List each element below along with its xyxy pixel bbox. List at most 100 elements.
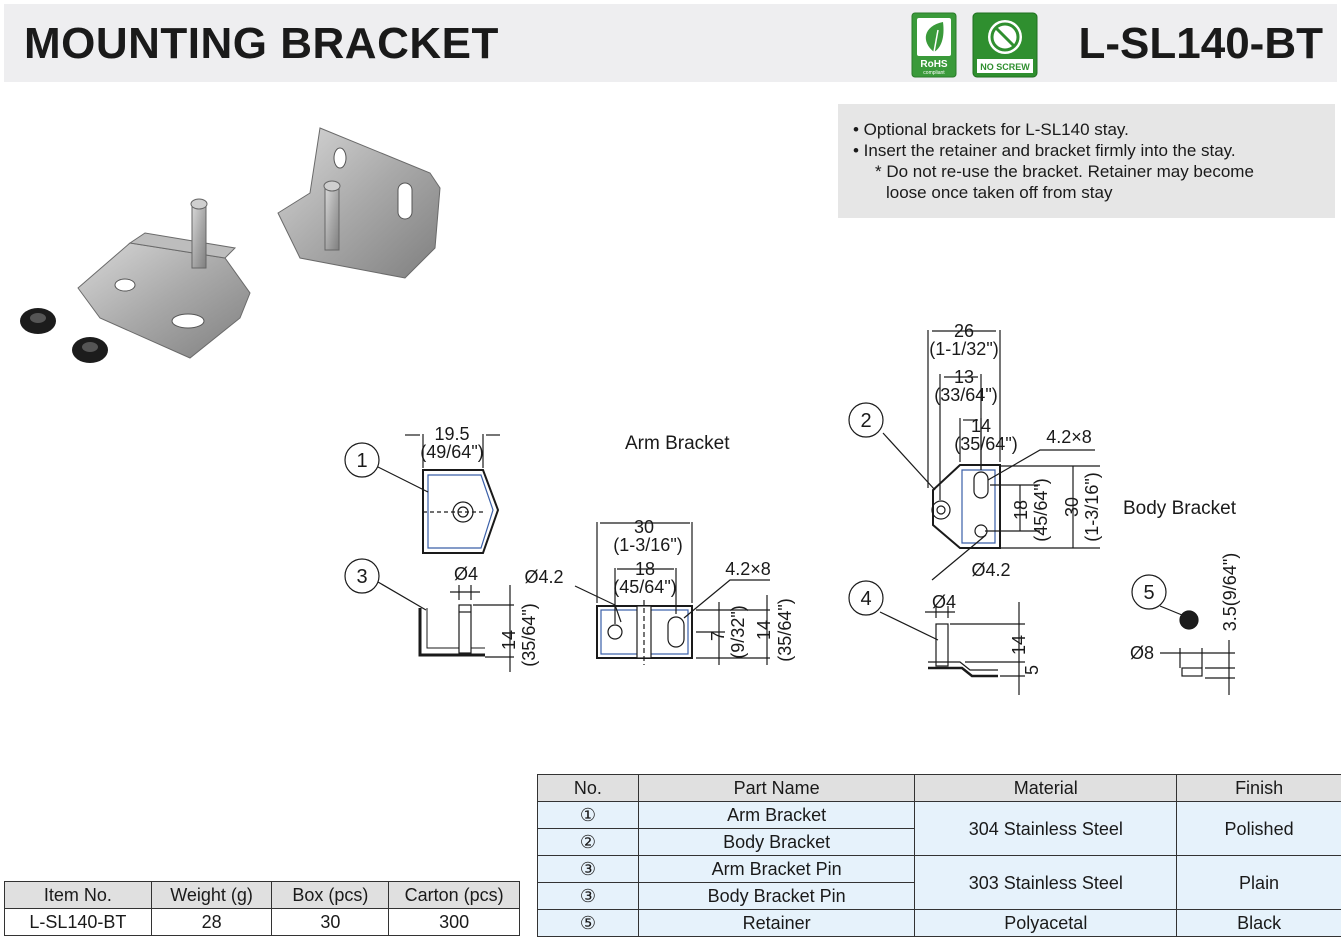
finish-cell: Black xyxy=(1176,909,1341,937)
callout-3: 3 xyxy=(356,566,367,588)
body-pin-side-view xyxy=(879,602,1025,695)
note-line-1: • Optional brackets for L-SL140 stay. xyxy=(853,120,1129,139)
part-no: ⑤ xyxy=(537,909,639,937)
table-row: ③ Body Bracket Pin xyxy=(537,882,1341,910)
dim-phi4-2-body: Ø4.2 xyxy=(971,560,1010,580)
callout-5: 5 xyxy=(1143,582,1154,604)
dim-18-body-inch: (45/64") xyxy=(1031,478,1051,541)
page-title: MOUNTING BRACKET xyxy=(24,19,499,68)
no-screw-badge-icon: NO SCREW xyxy=(972,12,1038,78)
dim-7-arm-inch: (9/32") xyxy=(728,605,748,658)
dim-13-body-inch: (33/64") xyxy=(934,385,997,405)
product-code: L-SL140-BT xyxy=(1078,19,1323,68)
part-no: ③ xyxy=(537,882,639,910)
retainer-photo xyxy=(20,308,108,363)
part-name: Retainer xyxy=(637,909,916,937)
dim-30-arm-inch: (1-3/16") xyxy=(613,535,682,555)
dim-4-2x8-arm: 4.2×8 xyxy=(725,559,771,579)
col-box: Box (pcs) xyxy=(271,881,390,909)
dim-14-arm-front: 14 xyxy=(754,620,774,640)
header-bar: MOUNTING BRACKET RoHS compliant NO SCREW… xyxy=(4,4,1337,82)
item-no: L-SL140-BT xyxy=(4,908,152,936)
dim-30-body: 30 xyxy=(1062,497,1082,517)
dim-phi8: Ø8 xyxy=(1130,643,1154,663)
col-carton: Carton (pcs) xyxy=(388,881,520,909)
body-bracket-photo xyxy=(277,127,441,279)
note-line-3: * Do not re-use the bracket. Retainer ma… xyxy=(875,162,1254,181)
finish-cell: Polished xyxy=(1176,801,1341,856)
callout-circle-5 xyxy=(1131,574,1167,610)
table-row: ⑤ Retainer Polyacetal Black xyxy=(537,909,1341,937)
body-bracket-front-view xyxy=(882,330,1100,581)
part-name: Arm Bracket xyxy=(637,801,916,829)
technical-drawings: 1 3 2 4 5 Arm Bracket Body Bracket 19.5 … xyxy=(344,321,1240,695)
dim-14-arm-inch: (35/64") xyxy=(519,603,539,666)
dim-18-arm: 18 xyxy=(635,559,655,579)
col-item-no: Item No. xyxy=(4,881,152,909)
notes-box: • Optional brackets for L-SL140 stay. • … xyxy=(838,104,1335,218)
col-finish: Finish xyxy=(1176,774,1341,802)
arm-bracket-label: Arm Bracket xyxy=(625,433,730,454)
dim-phi4-2-arm: Ø4.2 xyxy=(524,567,563,587)
part-no: ① xyxy=(537,801,639,829)
rohs-badge-icon: RoHS compliant xyxy=(911,12,957,78)
callout-circle-2 xyxy=(848,402,884,438)
rohs-label: RoHS xyxy=(920,59,948,70)
dim-26-body-inch: (1-1/32") xyxy=(929,339,998,359)
callout-circle-1 xyxy=(344,442,380,478)
col-weight: Weight (g) xyxy=(150,881,273,909)
material-cell: Polyacetal xyxy=(914,909,1178,937)
col-material: Material xyxy=(914,774,1178,802)
dim-4-2x8-body: 4.2×8 xyxy=(1046,427,1092,447)
table-row: ③ Arm Bracket Pin 303 Stainless Steel Pl… xyxy=(537,855,1341,910)
note-line-2: • Insert the retainer and bracket firmly… xyxy=(853,141,1236,160)
table-row: ① Arm Bracket 304 Stainless Steel Polish… xyxy=(537,801,1341,856)
item-box: 30 xyxy=(271,908,390,936)
part-name: Arm Bracket Pin xyxy=(637,855,916,883)
dim-14-arm-front-inch: (35/64") xyxy=(775,598,795,661)
material-cell: 303 Stainless Steel xyxy=(914,855,1178,910)
callout-1: 1 xyxy=(356,450,367,472)
finish-cell: Plain xyxy=(1176,855,1341,910)
dim-19-5: 19.5 xyxy=(434,424,469,444)
no-screw-label: NO SCREW xyxy=(980,62,1030,72)
item-carton: 300 xyxy=(388,908,520,936)
material-cell: 304 Stainless Steel xyxy=(914,801,1178,856)
dim-14-arm: 14 xyxy=(499,630,519,650)
product-photo xyxy=(20,127,441,363)
part-no: ② xyxy=(537,828,639,856)
dim-phi4-arm: Ø4 xyxy=(454,564,478,584)
dim-30-arm: 30 xyxy=(634,517,654,537)
dim-7-arm: 7 xyxy=(708,631,728,641)
dim-30-body-inch: (1-3/16") xyxy=(1082,472,1102,541)
rohs-sub-label: compliant xyxy=(923,70,945,76)
dim-phi4-body: Ø4 xyxy=(932,592,956,612)
dim-14-body: 14 xyxy=(971,416,991,436)
callout-2: 2 xyxy=(860,410,871,432)
arm-bracket-side-view xyxy=(405,434,500,554)
items-table: Item No. Weight (g) Box (pcs) Carton (pc… xyxy=(4,881,520,936)
callout-4: 4 xyxy=(860,588,871,610)
arm-pin-side-view xyxy=(418,585,514,672)
callout-circle-4 xyxy=(848,580,884,616)
parts-header-row: No. Part Name Material Finish xyxy=(537,774,1341,802)
table-row: L-SL140-BT 28 30 300 xyxy=(4,908,520,936)
arm-bracket-front-view xyxy=(574,522,770,665)
dim-19-5-inch: (49/64") xyxy=(420,442,483,462)
retainer-drawing xyxy=(1159,605,1235,695)
dim-3-5: 3.5(9/64") xyxy=(1220,553,1240,631)
item-weight: 28 xyxy=(150,908,273,936)
note-line-4: loose once taken off from stay xyxy=(886,183,1113,202)
part-name: Body Bracket xyxy=(637,828,916,856)
dim-26-body: 26 xyxy=(954,321,974,341)
callout-circle-3 xyxy=(344,558,380,594)
col-no: No. xyxy=(537,774,639,802)
parts-table: No. Part Name Material Finish ① Arm Brac… xyxy=(537,774,1341,937)
col-part-name: Part Name xyxy=(637,774,916,802)
dim-13-body: 13 xyxy=(954,367,974,387)
dim-18-arm-inch: (45/64") xyxy=(613,577,676,597)
dim-18-body: 18 xyxy=(1011,500,1031,520)
arm-bracket-photo xyxy=(77,198,251,359)
part-no: ③ xyxy=(537,855,639,883)
dim-14-body-inch: (35/64") xyxy=(954,434,1017,454)
